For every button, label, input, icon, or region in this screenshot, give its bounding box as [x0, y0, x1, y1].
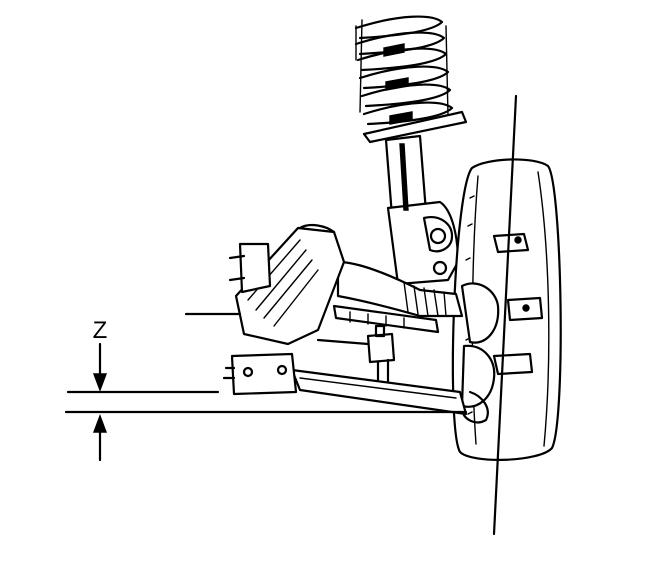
dimension-label-z: Z [93, 317, 108, 344]
strut-icon [384, 134, 460, 286]
coil-spring-icon [354, 15, 468, 144]
lower-control-arm-icon [222, 352, 468, 416]
steering-knuckle-icon [460, 282, 500, 424]
drive-axle-icon [332, 260, 464, 334]
dimension-arrow-icon [92, 342, 108, 462]
crossmember-icon [184, 223, 346, 346]
stabilizer-link-icon [316, 324, 396, 402]
wheel-vertical-reference-line [492, 94, 518, 536]
